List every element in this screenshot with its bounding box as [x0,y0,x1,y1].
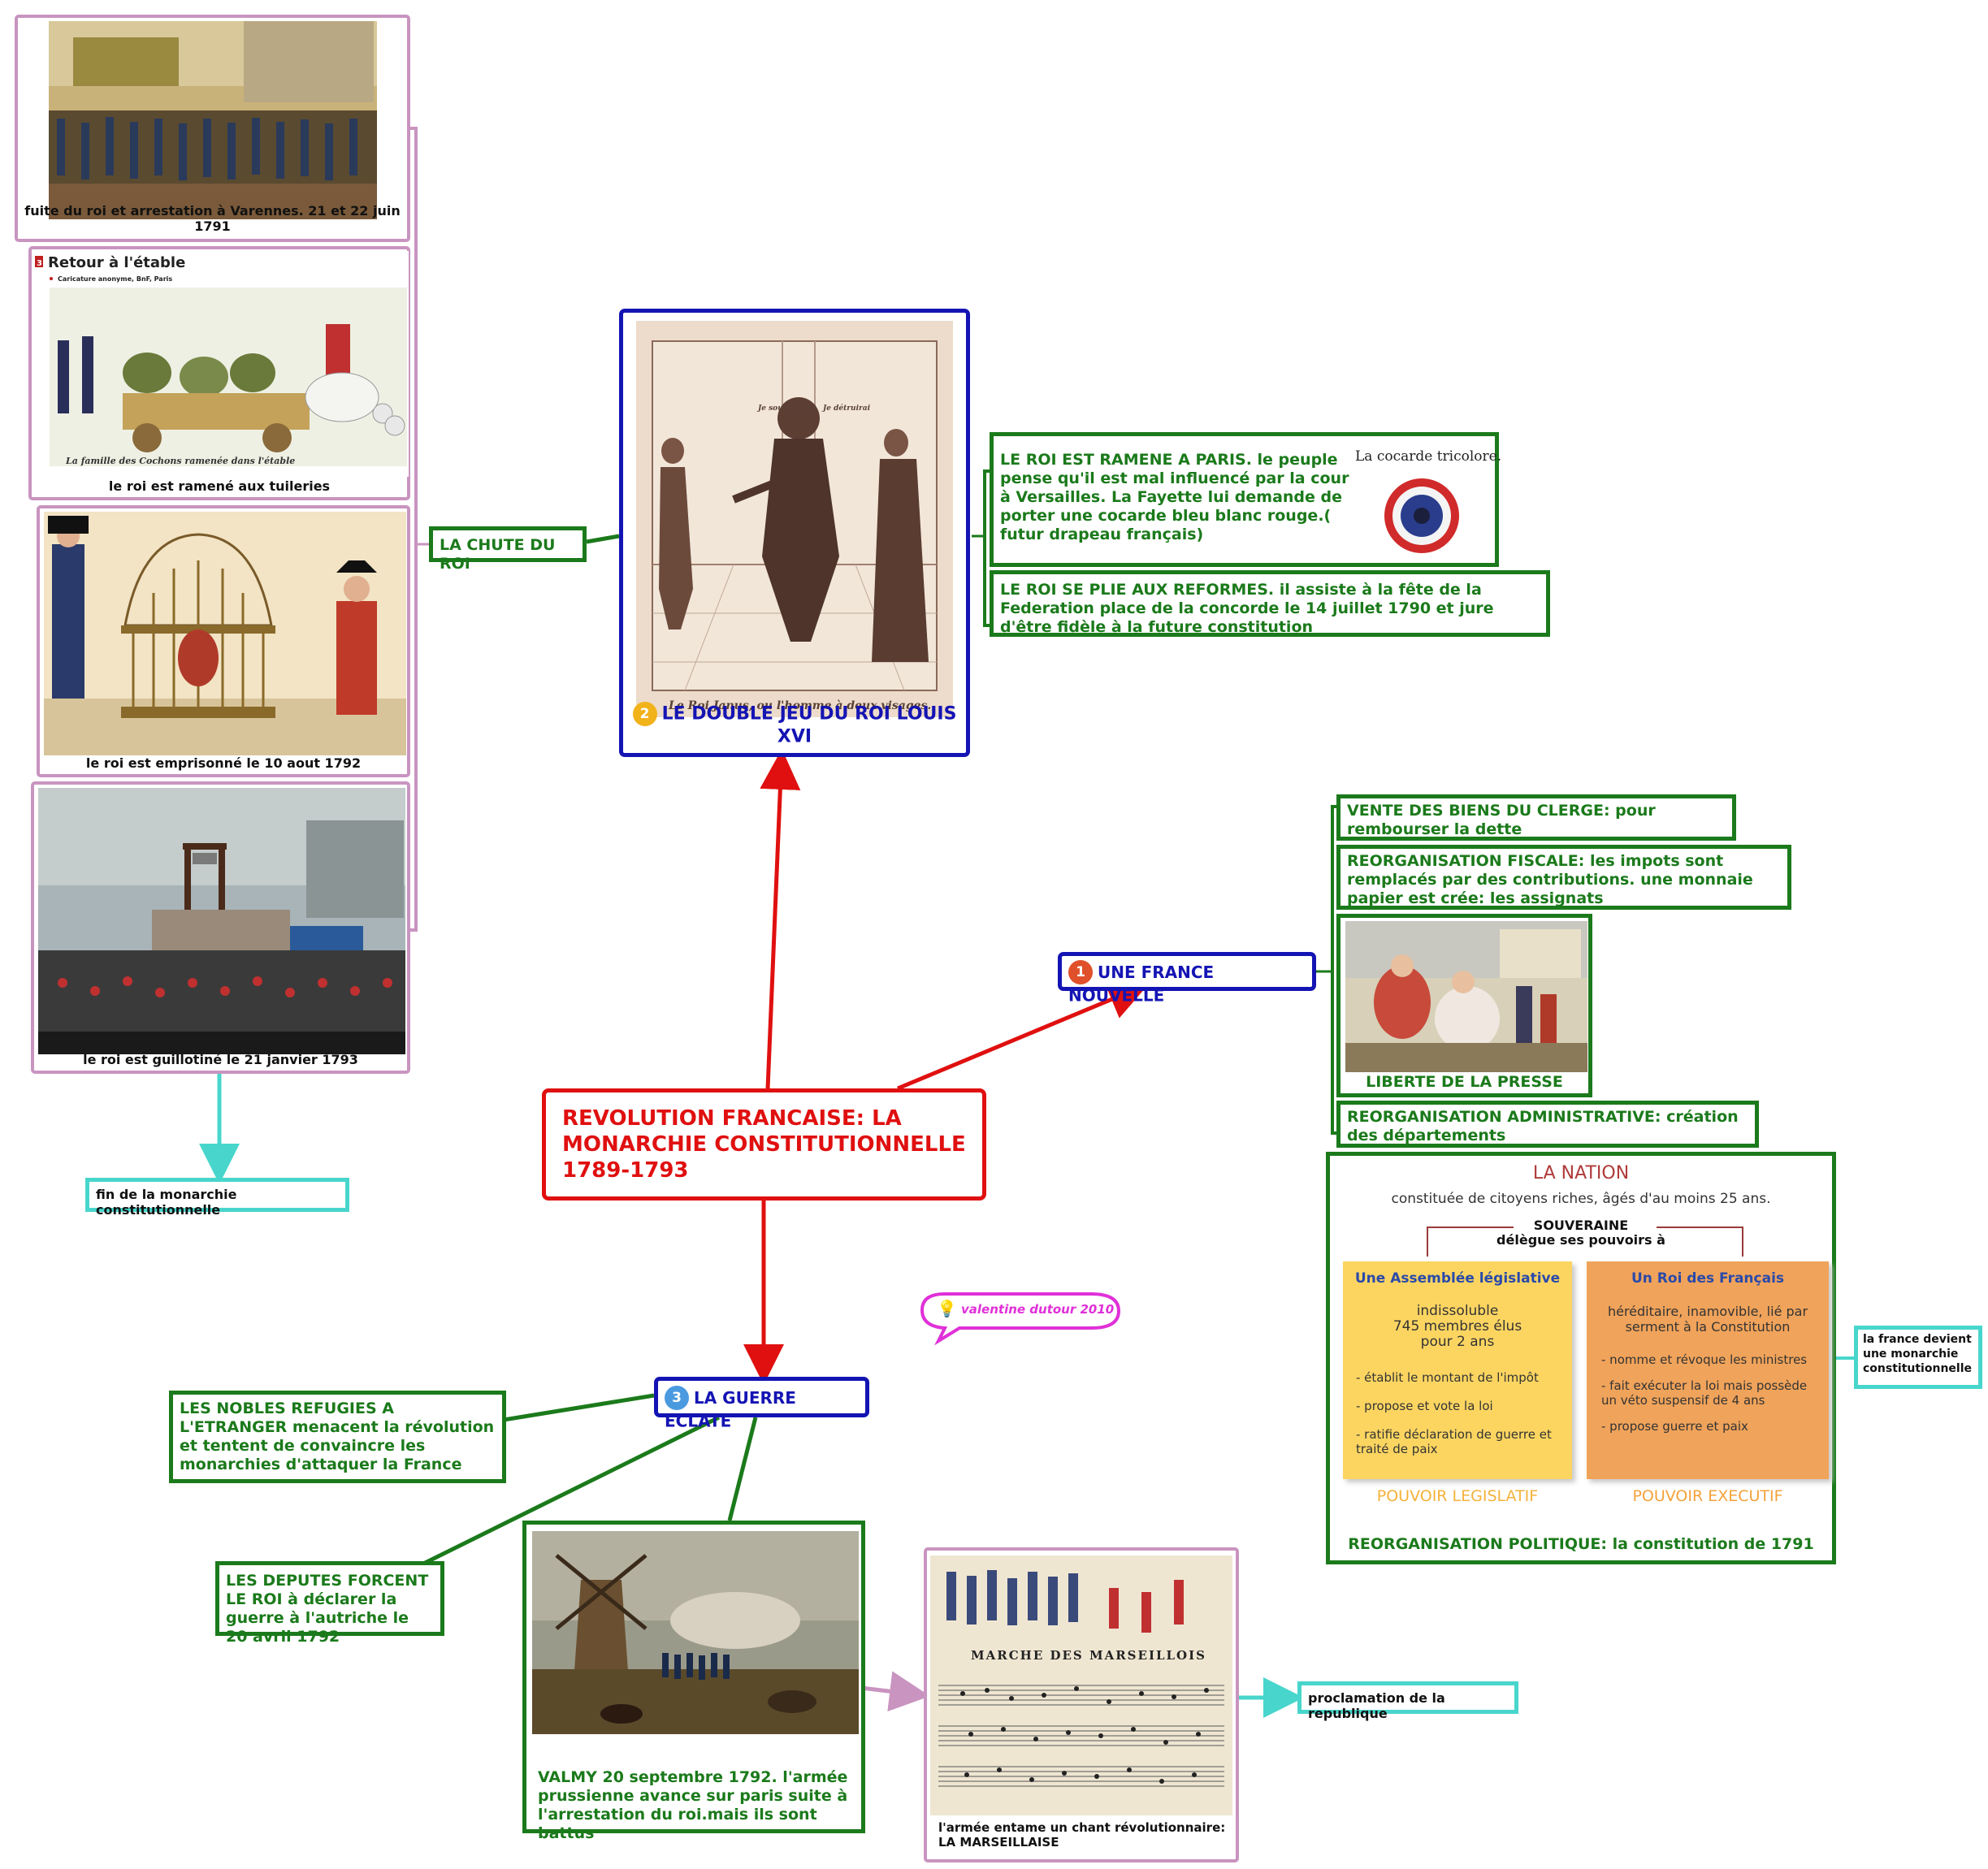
fin-monarchie-node[interactable]: fin de la monarchie constitutionnelle [85,1178,349,1218]
marseillaise-score: MARCHE DES MARSEILLOIS [930,1555,1232,1815]
reorg-admin-text: REORGANISATION ADMINISTRATIVE: création … [1347,1108,1739,1144]
nobles-refugies-text: LES NOBLES REFUGIES A L'ETRANGER menacen… [180,1400,495,1473]
guillotine-image-node[interactable]: le roi est guillotiné le 21 janvier 1793 [31,781,410,1074]
marseillaise-title: MARCHE DES MARSEILLOIS [971,1648,1206,1663]
pouvoir-legislatif: POUVOIR LEGISLATIF [1376,1487,1539,1505]
tuileries-caption: le roi est ramené aux tuileries [108,478,331,494]
deputes-node[interactable]: LES DEPUTES FORCENT LE ROI à déclarer la… [215,1561,444,1646]
presse-caption: LIBERTE DE LA PRESSE [1366,1073,1563,1091]
chute-du-roi-label: LA CHUTE DU ROI [440,536,556,573]
badge-3-icon: 3 [665,1386,689,1410]
biens-clerge-text: VENTE DES BIENS DU CLERGE: pour rembours… [1347,802,1656,838]
roi-point: - fait exécuter la loi mais possède un v… [1601,1378,1808,1408]
roi-ramene-node[interactable]: LE ROI EST RAMENE A PARIS. le peuple pen… [990,432,1501,567]
etable-bottom: La famille des Cochons ramenée dans l'ét… [65,456,295,466]
valmy-text: VALMY 20 septembre 1792. l'armée prussie… [538,1768,848,1842]
liberte-presse-node[interactable]: LIBERTE DE LA PRESSE [1336,914,1592,1097]
presse-painting [1345,921,1587,1072]
reorg-fiscale-text: REORGANISATION FISCALE: les impots sont … [1347,852,1753,907]
signature-callout: 💡 valentine dutour 2010 [920,1287,1121,1346]
fin-monarchie-label: fin de la monarchie constitutionnelle [96,1187,237,1218]
assemblee-point: - propose et vote la loi [1356,1399,1493,1413]
svg-text:Je détruirai: Je détruirai [821,404,871,413]
signature-text: valentine dutour 2010 [961,1302,1115,1317]
varennes-painting [49,21,377,219]
roi-desc: héréditaire, inamovible, lié par serment… [1607,1304,1808,1335]
lightbulb-icon: 💡 [937,1299,957,1318]
emprisonne-caption: le roi est emprisonné le 10 aout 1792 [85,755,362,771]
nation-diagram: LA NATION constituée de citoyens riches,… [1336,1161,1829,1518]
cocarde-image: La cocarde tricolore. [1350,441,1501,560]
reorg-fiscale-node[interactable]: REORGANISATION FISCALE: les impots sont … [1336,845,1791,910]
roi-point: - propose guerre et paix [1601,1419,1748,1434]
assemblee-point: - ratifie déclaration de guerre et trait… [1356,1427,1552,1456]
pouvoir-executif: POUVOIR EXECUTIF [1632,1487,1783,1505]
svg-text:Je soutiendrai: Je soutiendrai [756,405,816,413]
roi-point: - nomme et révoque les ministres [1601,1352,1808,1367]
roi-reformes-node[interactable]: LE ROI SE PLIE AUX REFORMES. il assiste … [990,570,1550,637]
republique-node[interactable]: proclamation de la republique [1297,1681,1518,1721]
varennes-image-node[interactable]: fuite du roi et arrestation à Varennes. … [15,15,410,242]
badge-1-icon: 1 [1068,960,1093,984]
reorg-admin-node[interactable]: REORGANISATION ADMINISTRATIVE: création … [1336,1101,1759,1148]
tuileries-image-node[interactable]: 3 Retour à l'étable Caricature anonyme, … [28,246,410,500]
nation-delegue: délègue ses pouvoirs à [1496,1232,1665,1248]
deputes-text: LES DEPUTES FORCENT LE ROI à déclarer la… [226,1572,429,1646]
biens-clerge-node[interactable]: VENTE DES BIENS DU CLERGE: pour rembours… [1336,794,1736,841]
nation-subtitle: constituée de citoyens riches, âgés d'au… [1391,1191,1771,1207]
republique-label: proclamation de la republique [1308,1690,1445,1721]
guillotine-caption: le roi est guillotiné le 21 janvier 1793 [83,1052,358,1067]
central-title: REVOLUTION FRANCAISE: LA MONARCHIE CONST… [562,1106,966,1183]
roi-title: Un Roi des Français [1631,1270,1785,1287]
politique-caption: REORGANISATION POLITIQUE: la constitutio… [1348,1535,1814,1553]
etable-sub: Caricature anonyme, BnF, Paris [58,275,172,283]
roi-box: Un Roi des Français héréditaire, inamovi… [1587,1261,1829,1479]
varennes-caption: fuite du roi et arrestation à Varennes. … [24,203,401,234]
cage-caricature [44,512,406,755]
nation-title: LA NATION [1532,1163,1630,1183]
engraving-caption: Le Roi Janus, ou l'homme à deux visages. [668,699,931,712]
badge-2-icon: 2 [632,701,657,726]
cocarde-label: La cocarde tricolore. [1355,448,1501,465]
emprisonne-image-node[interactable]: le roi est emprisonné le 10 aout 1792 [37,505,410,777]
guerre-eclate-label: LA GUERRE ECLATE [665,1388,796,1431]
chute-du-roi-node[interactable]: LA CHUTE DU ROI [429,526,587,573]
etable-num: 3 [37,259,42,268]
reorg-politique-node[interactable]: LA NATION constituée de citoyens riches,… [1326,1152,1836,1564]
assemblee-box: Une Assemblée législative indissoluble 7… [1343,1261,1572,1479]
etable-caricature: 3 Retour à l'étable Caricature anonyme, … [33,251,409,477]
roi-ramene-text: LE ROI EST RAMENE A PARIS. le peuple pen… [1000,451,1349,543]
nobles-refugies-node[interactable]: LES NOBLES REFUGIES A L'ETRANGER menacen… [169,1391,506,1483]
assemblee-desc: indissoluble 745 membres élus pour 2 ans [1392,1303,1522,1350]
central-topic[interactable]: REVOLUTION FRANCAISE: LA MONARCHIE CONST… [542,1088,986,1201]
nation-souveraine: SOUVERAINE [1533,1218,1629,1233]
france-nouvelle-label: UNE FRANCE NOUVELLE [1068,963,1215,1006]
valmy-painting [532,1531,859,1734]
roi-reformes-text: LE ROI SE PLIE AUX REFORMES. il assiste … [1000,581,1494,636]
janus-engraving: Je soutiendrai Je détruirai Le Roi Janus… [636,321,953,717]
marseillaise-node[interactable]: MARCHE DES MARSEILLOIS l'armée entame un… [924,1547,1239,1863]
assemblee-point: - établit le montant de l'impôt [1356,1370,1539,1385]
double-jeu-node[interactable]: Je soutiendrai Je détruirai Le Roi Janus… [619,309,970,757]
etable-title: Retour à l'étable [48,254,185,271]
guillotine-painting [38,788,405,1054]
marseillaise-caption: l'armée entame un chant révolutionnaire:… [938,1820,1226,1850]
assemblee-title: Une Assemblée législative [1354,1270,1561,1287]
double-jeu-label: LE DOUBLE JEU DU ROI LOUIS XVI [661,703,957,746]
valmy-node[interactable]: VALMY 20 septembre 1792. l'armée prussie… [522,1521,865,1842]
monarchie-constit-text: la france devient une monarchie constitu… [1863,1333,1972,1375]
monarchie-constit-node[interactable]: la france devient une monarchie constitu… [1854,1326,1982,1389]
